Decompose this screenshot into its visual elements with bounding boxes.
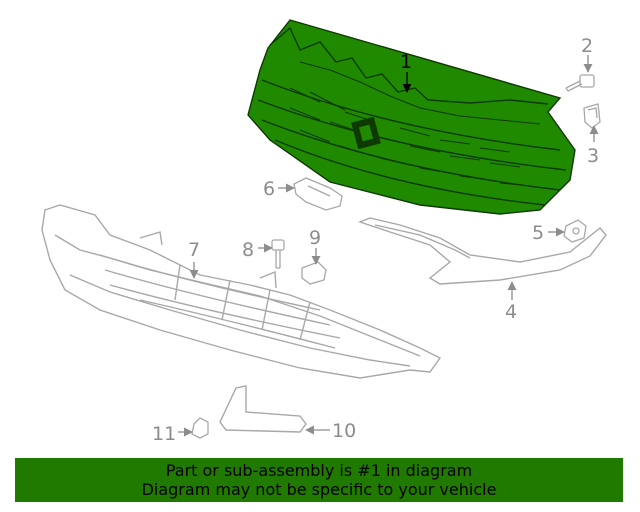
bolt-part-2 — [565, 74, 595, 92]
callout-8: 8 — [242, 239, 254, 261]
clip-part-5 — [563, 219, 587, 243]
lower-grille-part-7 — [41, 204, 442, 379]
callout-3: 3 — [587, 145, 599, 167]
footer-line-1: Part or sub-assembly is #1 in diagram — [165, 461, 473, 480]
parts-diagram: 1 2 3 4 5 6 7 8 9 10 11 — [41, 19, 607, 445]
clip-part-3 — [583, 103, 601, 129]
bracket-part-10 — [219, 385, 307, 433]
clip-part-9 — [301, 261, 327, 285]
callout-9: 9 — [309, 227, 321, 249]
callout-10: 10 — [332, 420, 356, 442]
deflector-part-4 — [357, 217, 607, 285]
footer-line-2: Diagram may not be specific to your vehi… — [141, 480, 497, 499]
leader-lines — [178, 55, 599, 437]
upper-grille-part-1 — [247, 19, 576, 215]
callout-11: 11 — [152, 423, 176, 445]
clip-part-11 — [191, 417, 209, 439]
callout-4: 4 — [505, 301, 517, 323]
callout-1: 1 — [400, 51, 412, 73]
callout-2: 2 — [581, 35, 593, 57]
callout-5: 5 — [532, 222, 544, 244]
footer-banner: Part or sub-assembly is #1 in diagram Di… — [15, 458, 623, 502]
callout-7: 7 — [188, 239, 200, 261]
callout-6: 6 — [263, 178, 275, 200]
screw-part-8 — [271, 239, 285, 269]
bracket-part-6 — [293, 177, 343, 211]
